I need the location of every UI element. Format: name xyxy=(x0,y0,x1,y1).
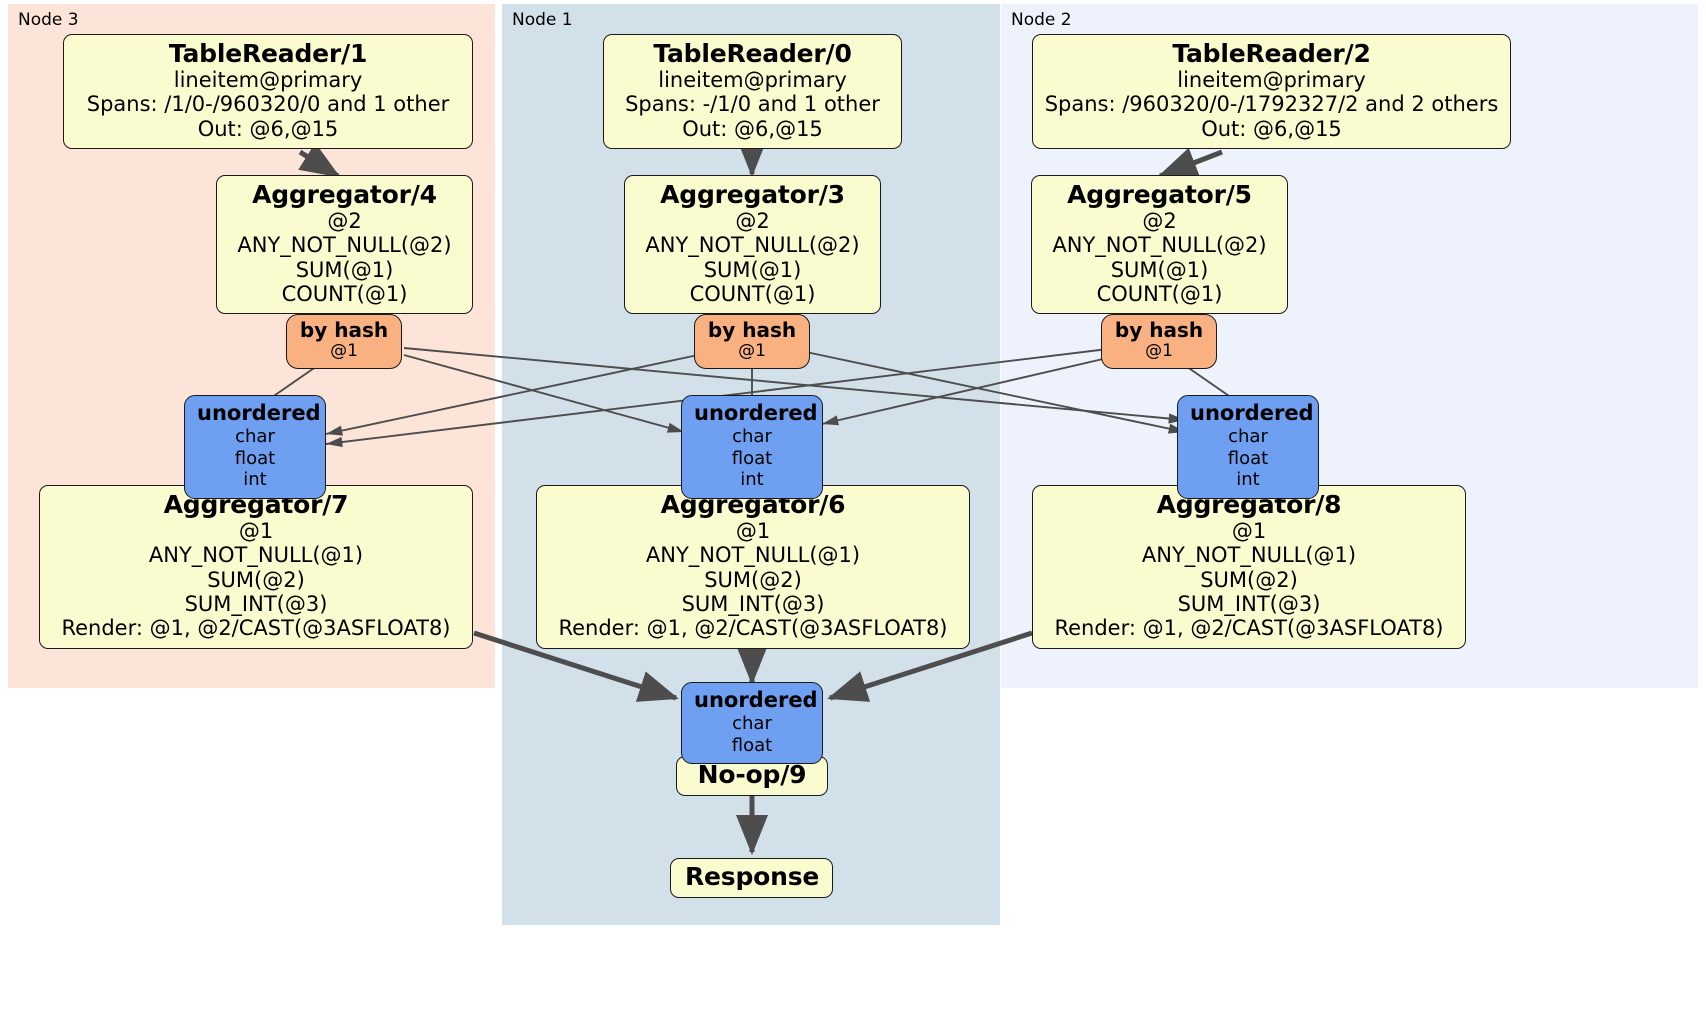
processor-line: ANY_NOT_NULL(@1) xyxy=(1141,543,1357,568)
processor-line: COUNT(@1) xyxy=(689,282,816,307)
processor-title: Aggregator/4 xyxy=(252,180,437,209)
processor-line: Out: @6,@15 xyxy=(1201,116,1342,141)
processor-title: No-op/9 xyxy=(697,760,807,789)
processor-line: SUM(@1) xyxy=(295,257,394,282)
processor-aggregator-7[interactable]: Aggregator/7 @1 ANY_NOT_NULL(@1) SUM(@2)… xyxy=(39,485,473,649)
processor-line: ANY_NOT_NULL(@2) xyxy=(645,233,860,258)
router-title: by hash xyxy=(1114,318,1204,342)
synchronizer-unordered-node2[interactable]: unordered char float int xyxy=(1177,395,1319,499)
synchronizer-line: char xyxy=(1228,426,1268,448)
node-panel-label-node2: Node 2 xyxy=(1011,10,1072,30)
processor-title: TableReader/2 xyxy=(1172,39,1371,68)
processor-line: SUM_INT(@3) xyxy=(184,592,328,617)
synchronizer-line: float xyxy=(731,447,773,469)
synchronizer-unordered-node1[interactable]: unordered char float int xyxy=(681,395,823,499)
processor-title: Aggregator/5 xyxy=(1067,180,1252,209)
processor-line: SUM(@2) xyxy=(207,567,305,592)
processor-line: Spans: -/1/0 and 1 other xyxy=(625,92,880,117)
processor-title: TableReader/0 xyxy=(653,39,852,68)
processor-line: ANY_NOT_NULL(@2) xyxy=(1052,233,1267,258)
processor-line: lineitem@primary xyxy=(173,68,363,92)
synchronizer-line: int xyxy=(243,469,267,491)
synchronizer-line: int xyxy=(740,469,764,491)
processor-line: ANY_NOT_NULL(@1) xyxy=(148,543,364,568)
synchronizer-line: int xyxy=(1236,469,1260,491)
processor-line: SUM(@2) xyxy=(1200,567,1298,592)
processor-aggregator-6[interactable]: Aggregator/6 @1 ANY_NOT_NULL(@1) SUM(@2)… xyxy=(536,485,970,649)
processor-line: SUM(@1) xyxy=(703,257,802,282)
synchronizer-line: char xyxy=(732,426,772,448)
node-panel-label-node3: Node 3 xyxy=(18,10,79,30)
router-line: @1 xyxy=(738,341,766,361)
synchronizer-line: float xyxy=(731,734,773,756)
processor-aggregator-4[interactable]: Aggregator/4 @2 ANY_NOT_NULL(@2) SUM(@1)… xyxy=(216,175,473,315)
processor-table-reader-2[interactable]: TableReader/2 lineitem@primary Spans: /9… xyxy=(1032,34,1511,150)
synchronizer-unordered-node3[interactable]: unordered char float int xyxy=(184,395,326,499)
processor-title: TableReader/1 xyxy=(168,39,368,68)
processor-aggregator-8[interactable]: Aggregator/8 @1 ANY_NOT_NULL(@1) SUM(@2)… xyxy=(1032,485,1466,649)
processor-line: SUM_INT(@3) xyxy=(1177,592,1321,617)
processor-line: SUM_INT(@3) xyxy=(681,592,825,617)
processor-line: Spans: /1/0-/960320/0 and 1 other xyxy=(86,92,450,117)
synchronizer-line: float xyxy=(1227,447,1269,469)
processor-line: ANY_NOT_NULL(@2) xyxy=(237,233,452,258)
processor-line: lineitem@primary xyxy=(1177,68,1366,92)
processor-line: Out: @6,@15 xyxy=(682,116,823,141)
processor-title: Aggregator/3 xyxy=(660,180,845,209)
processor-line: Out: @6,@15 xyxy=(197,116,339,141)
processor-line: COUNT(@1) xyxy=(281,282,408,307)
router-line: @1 xyxy=(1145,341,1173,361)
processor-line: Render: @1, @2/CAST(@3ASFLOAT8) xyxy=(1054,616,1444,641)
processor-aggregator-5[interactable]: Aggregator/5 @2 ANY_NOT_NULL(@2) SUM(@1)… xyxy=(1031,175,1288,315)
processor-title: Response xyxy=(685,862,820,891)
synchronizer-title: unordered xyxy=(197,401,321,425)
synchronizer-line: float xyxy=(234,447,276,469)
processor-line: COUNT(@1) xyxy=(1096,282,1223,307)
processor-line: @1 xyxy=(238,519,274,543)
processor-aggregator-3[interactable]: Aggregator/3 @2 ANY_NOT_NULL(@2) SUM(@1)… xyxy=(624,175,881,315)
processor-line: @1 xyxy=(1231,519,1267,543)
processor-line: @2 xyxy=(327,209,362,233)
synchronizer-title: unordered xyxy=(1190,401,1314,425)
processor-table-reader-1[interactable]: TableReader/1 lineitem@primary Spans: /1… xyxy=(63,34,473,150)
processor-line: Render: @1, @2/CAST(@3ASFLOAT8) xyxy=(558,616,948,641)
synchronizer-line: char xyxy=(235,426,275,448)
synchronizer-title: unordered xyxy=(694,401,818,425)
processor-line: Spans: /960320/0-/1792327/2 and 2 others xyxy=(1044,92,1499,117)
router-title: by hash xyxy=(299,318,389,342)
processor-noop-9[interactable]: No-op/9 xyxy=(676,756,828,796)
processor-line: @1 xyxy=(735,519,771,543)
router-by-hash-node1[interactable]: by hash @1 xyxy=(694,314,810,369)
processor-line: SUM(@2) xyxy=(704,567,802,592)
processor-line: Render: @1, @2/CAST(@3ASFLOAT8) xyxy=(61,616,451,641)
processor-response[interactable]: Response xyxy=(670,858,833,898)
router-title: by hash xyxy=(707,318,797,342)
processor-line: @2 xyxy=(1142,209,1177,233)
router-line: @1 xyxy=(330,341,358,361)
processor-line: ANY_NOT_NULL(@1) xyxy=(645,543,861,568)
processor-line: SUM(@1) xyxy=(1110,257,1209,282)
router-by-hash-node3[interactable]: by hash @1 xyxy=(286,314,402,369)
processor-line: @2 xyxy=(735,209,770,233)
node-panel-label-node1: Node 1 xyxy=(512,10,573,30)
synchronizer-line: char xyxy=(732,713,772,735)
processor-line: lineitem@primary xyxy=(658,68,847,92)
processor-table-reader-0[interactable]: TableReader/0 lineitem@primary Spans: -/… xyxy=(603,34,902,150)
router-by-hash-node2[interactable]: by hash @1 xyxy=(1101,314,1217,369)
synchronizer-unordered-final[interactable]: unordered char float xyxy=(681,682,823,765)
synchronizer-title: unordered xyxy=(694,688,818,712)
